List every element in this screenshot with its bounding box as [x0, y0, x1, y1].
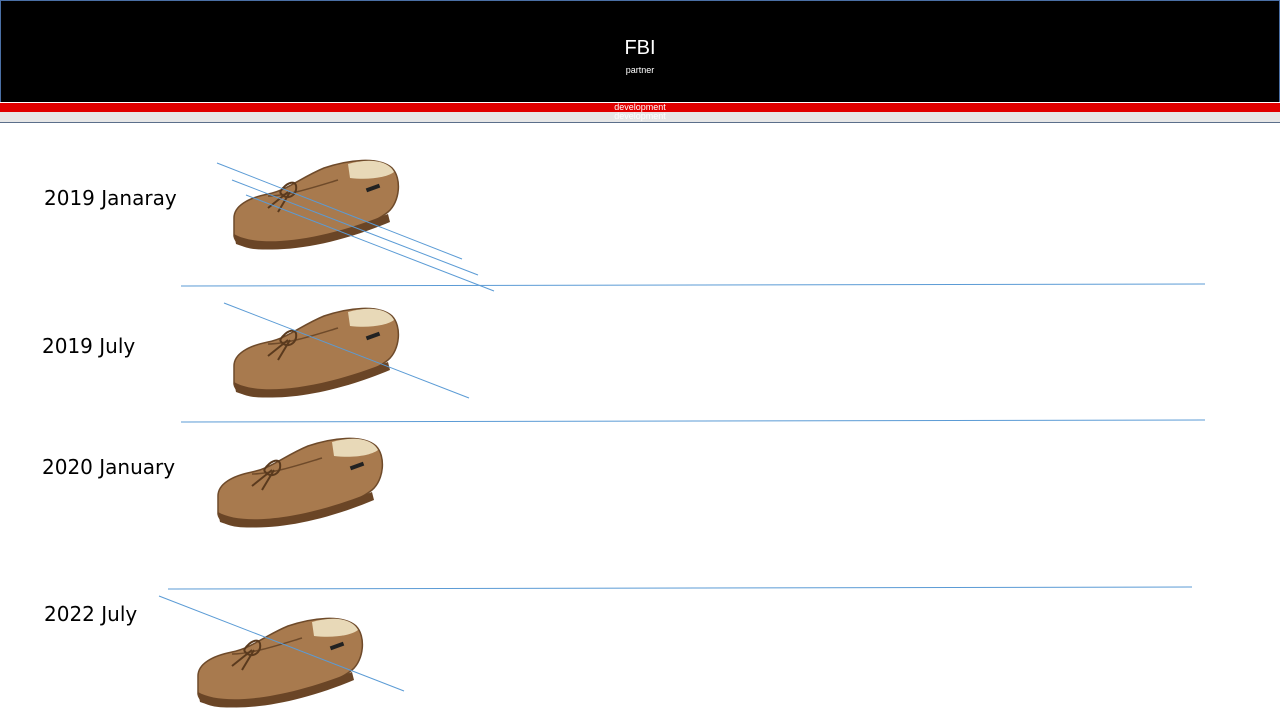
page-subtitle: partner: [625, 65, 655, 75]
shoe-image-4: [197, 617, 364, 708]
divider-line: [180, 283, 1206, 287]
red-band: development: [0, 102, 1280, 112]
gray-band-label: development: [614, 111, 666, 121]
header-banner: FBI partner: [0, 0, 1280, 103]
row-label-2022-july: 2022 July: [44, 602, 138, 626]
divider-line: [167, 586, 1193, 590]
gray-band: development: [0, 112, 1280, 123]
shoe-image-3: [217, 437, 384, 528]
row-label-2019-july: 2019 July: [42, 334, 136, 358]
shoe-image-2: [233, 307, 400, 398]
row-label-2020-january: 2020 January: [42, 455, 176, 479]
page-title: FBI: [624, 37, 656, 59]
divider-line: [180, 419, 1206, 423]
red-band-label: development: [614, 102, 666, 112]
shoe-image-1: [233, 159, 400, 250]
row-label-2019-january: 2019 Janaray: [44, 186, 177, 210]
